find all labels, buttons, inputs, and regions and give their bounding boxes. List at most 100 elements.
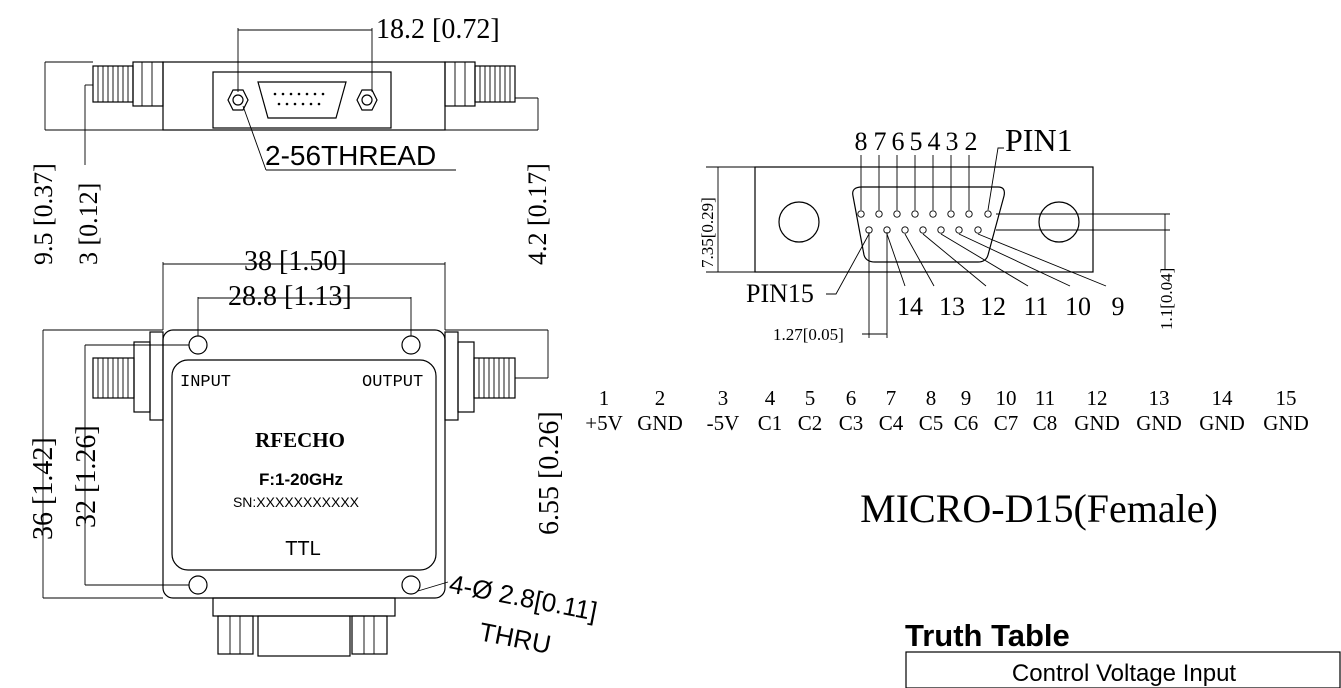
top-pin-number: 6 [892,127,905,156]
pin-icon [965,210,973,218]
pinout-signal: C1 [758,411,783,435]
truth-table: Truth Table Control Voltage Input [905,618,1341,688]
bottom-pin-number: 12 [980,292,1006,321]
flange-hole-icon [1038,201,1080,243]
top-pin-number: 4 [928,127,941,156]
front-left-sma-connector [92,331,164,421]
truth-table-header-cell [905,651,1341,688]
pin-icon [857,210,865,218]
hole-callout: 4-Ø 2.8[0.11] [447,568,600,626]
pinout-pin-number: 4 [765,386,776,410]
pin-icon [937,226,945,234]
front-height-dimension: 36 [1.42] [28,437,59,540]
pinout-signal: GND [1199,411,1245,435]
pin1-label: PIN1 [1005,122,1073,158]
pitch-dimension: 1.27[0.05] [773,325,844,344]
pinout-pin-number: 6 [846,386,857,410]
connector-height-dimension: 7.35[0.29] [698,197,717,268]
pinout-pin-number: 9 [961,386,972,410]
connector-shell [852,186,1005,263]
bottom-pin-number: 14 [897,292,923,321]
front-right-sma-connector [444,331,516,421]
pinout-pin-number: 12 [1087,386,1108,410]
pin-icon [955,226,963,234]
top-width-dimension: 18.2 [0.72] [376,14,500,45]
pinout-signal: GND [1074,411,1120,435]
pinout-pin-number: 15 [1276,386,1297,410]
pin-leader-line [886,233,906,287]
pin-icon [919,226,927,234]
thread-label: 2-56THREAD [265,140,436,171]
top-height-dimension: 9.5 [0.37] [29,163,58,265]
pin-leader-line [977,233,1107,287]
connector-dimension-lines [706,166,1170,338]
pin15-leader-line [826,233,870,295]
bottom-pin-number: 10 [1065,292,1091,321]
frequency-label: F:1-20GHz [259,470,343,489]
pin-icon [947,210,955,218]
top-pin-number: 5 [910,127,923,156]
connector-title: MICRO-D15(Female) [860,486,1218,531]
pinout-pin-number: 14 [1212,386,1234,410]
input-port-label: INPUT [180,373,231,392]
pinout-pin-number: 8 [926,386,937,410]
top-view: 18.2 [0.72] 2-56THREAD 9.5 [0.37] 3 [0.1… [29,14,552,265]
top-view-dimension-lines [44,28,539,171]
pin-icon [901,226,909,234]
pin-leader-line [922,233,987,287]
top-dsub-connector [212,71,392,129]
pinout-pin-number: 2 [655,386,666,410]
pinout-signal: -5V [707,411,740,435]
pin-leaders [826,147,1107,295]
flange-hole-icon [778,201,820,243]
connector-flange [754,166,1094,273]
label-area [171,359,437,571]
mount-hole-icon [401,335,421,355]
top-pin-number: 3 [946,127,959,156]
pin-icon [911,210,919,218]
pinout-pin-number: 13 [1149,386,1170,410]
top-pin-number: 7 [874,127,887,156]
pin-leader-line [904,233,935,287]
front-width-dimension: 38 [1.50] [244,246,347,277]
pinout-signal: C6 [954,411,979,435]
row-offset-dimension: 1.1[0.04] [1157,268,1176,330]
pin-leader-line [940,233,1029,287]
pinout-pin-number: 7 [886,386,897,410]
front-view-dimension-lines [42,262,549,599]
pinout-pin-number: 10 [996,386,1017,410]
front-view: 38 [1.50] 28.8 [1.13] 36 [1.42] 32 [1.26… [28,246,600,660]
bottom-pin-number: 11 [1023,292,1048,321]
mount-hole-icon [188,575,208,595]
pinout-signal: GND [1136,411,1182,435]
right-jackscrew-icon [356,89,378,111]
pin-circles [857,210,992,234]
pin-icon [974,226,982,234]
pinout-signal: C5 [919,411,944,435]
pin1-leader-line [987,147,1004,211]
top-pin-number: 2 [965,127,978,156]
pinout-pin-number: 3 [718,386,729,410]
pin-leader-line [958,233,1071,287]
top-pin-number: 8 [855,127,868,156]
pinout-signal: C4 [879,411,904,435]
connector-pin-view: 7.35[0.29] 1.1[0.04] 1.27[0.05] PIN1 PIN… [698,122,1176,344]
pinout-pin-number: 1 [599,386,610,410]
top-left-sma-connector [92,61,164,107]
pin-icon [893,210,901,218]
front-dsub-connector [212,597,396,657]
mount-hole-icon [188,335,208,355]
hole-spacing-dimension: 28.8 [1.13] [228,281,352,312]
top-right-sma-connector [444,61,516,107]
brand-label: RFECHO [255,428,345,452]
pinout-signal: +5V [585,411,623,435]
pinout-signal: C3 [839,411,864,435]
hole-height-dimension: 32 [1.26] [71,425,102,528]
truth-table-title: Truth Table [905,618,1070,653]
truth-table-header: Control Voltage Input [1012,660,1236,687]
pinout-signal: C7 [994,411,1019,435]
pin-icon [929,210,937,218]
left-jackscrew-icon [227,89,249,111]
output-port-label: OUTPUT [362,373,423,392]
